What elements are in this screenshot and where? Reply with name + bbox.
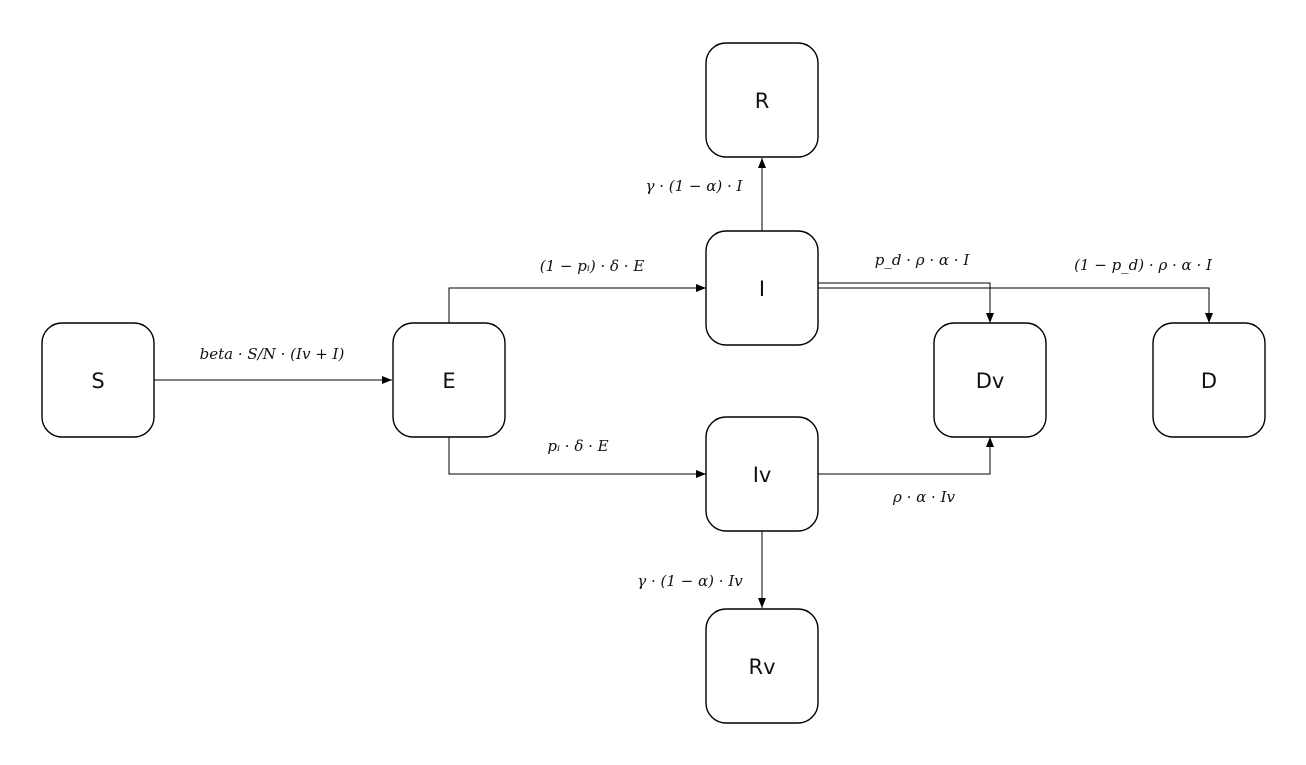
- edge-labels: beta · S/N · (Iv + I) (1 − pᵢ) · δ · E p…: [200, 177, 1213, 590]
- node-label-d: D: [1201, 369, 1217, 393]
- edge-label-i-d: (1 − p_d) · ρ · α · I: [1074, 256, 1213, 274]
- nodes: S E R I Iv Rv Dv D: [41, 42, 1266, 724]
- edges: [154, 158, 1213, 608]
- node-iv[interactable]: Iv: [705, 416, 819, 532]
- node-label-e: E: [442, 369, 455, 393]
- edge-i-d: [818, 287, 1213, 323]
- node-label-s: S: [91, 369, 104, 393]
- node-s[interactable]: S: [41, 322, 155, 438]
- edge-label-iv-dv: ρ · α · Iv: [892, 488, 955, 506]
- edge-label-i-dv: p_d · ρ · α · I: [875, 251, 971, 269]
- edge-label-e-iv: pᵢ · δ · E: [547, 437, 608, 455]
- edge-e-iv: [448, 437, 706, 478]
- edge-e-i: [448, 284, 706, 323]
- edge-i-dv: [818, 282, 994, 323]
- node-rv[interactable]: Rv: [705, 608, 819, 724]
- node-label-rv: Rv: [748, 655, 775, 679]
- edge-label-iv-rv: γ · (1 − α) · Iv: [637, 572, 743, 590]
- node-label-i: I: [759, 277, 765, 301]
- node-label-iv: Iv: [753, 463, 772, 487]
- edge-label-i-r: γ · (1 − α) · I: [646, 177, 744, 195]
- node-dv[interactable]: Dv: [933, 322, 1047, 438]
- node-label-r: R: [755, 89, 770, 113]
- node-i[interactable]: I: [705, 230, 819, 346]
- node-e[interactable]: E: [392, 322, 506, 438]
- edge-label-s-e: beta · S/N · (Iv + I): [200, 345, 345, 363]
- edge-iv-dv: [818, 437, 994, 475]
- node-r[interactable]: R: [705, 42, 819, 158]
- node-label-dv: Dv: [976, 369, 1005, 393]
- edge-label-e-i: (1 − pᵢ) · δ · E: [540, 257, 645, 275]
- node-d[interactable]: D: [1152, 322, 1266, 438]
